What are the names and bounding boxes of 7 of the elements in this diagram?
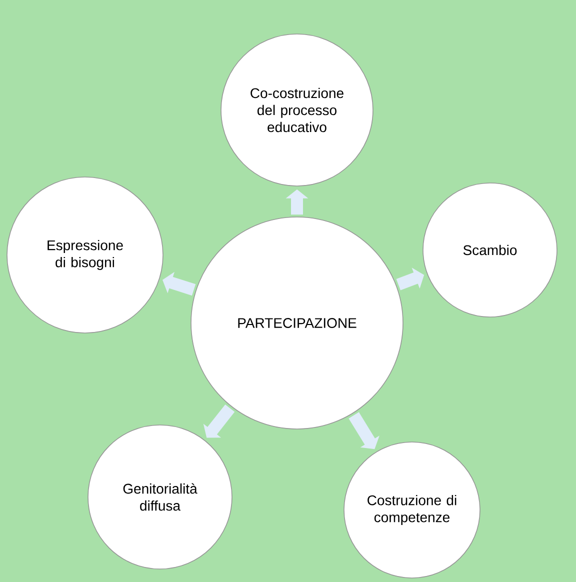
circle-node: Espressione di bisogni bbox=[6, 176, 164, 334]
arrow bbox=[348, 412, 380, 450]
circle-node: Genitorialità diffusa bbox=[88, 424, 232, 570]
circle-node: PARTECIPAZIONE bbox=[190, 216, 404, 430]
circle-node: Co-costruzione del processo educativo bbox=[220, 34, 374, 186]
circle-node: Scambio bbox=[422, 182, 558, 318]
circle-node: Costruzione di competenze bbox=[344, 442, 480, 578]
